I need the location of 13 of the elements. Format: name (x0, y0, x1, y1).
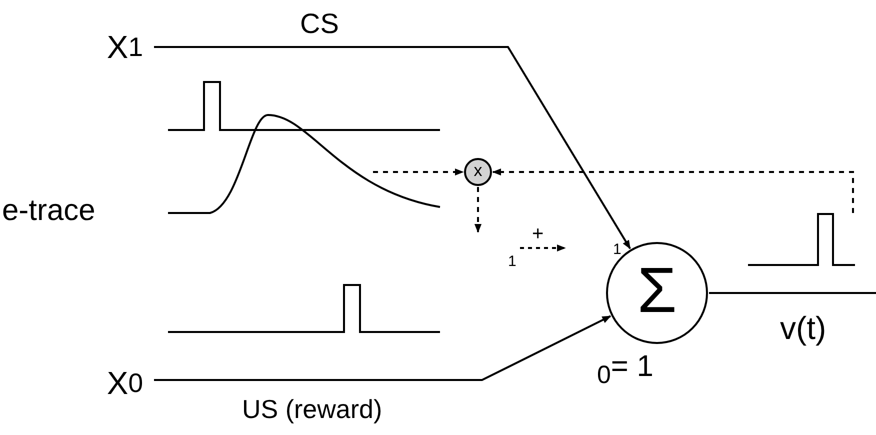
arrow (154, 46, 631, 250)
arrow (154, 315, 612, 381)
arrow (492, 168, 854, 213)
arrow (474, 187, 482, 233)
arrow (373, 168, 464, 176)
weight-label: $_{0}$= 1 (597, 352, 654, 388)
weight-label: 1 (508, 254, 516, 269)
pulse-trace-drawing (747, 213, 856, 266)
arrow (709, 289, 876, 297)
weight-label: 1 (613, 242, 622, 257)
trace-label: e-trace (2, 196, 96, 226)
multiplier-node: x (464, 158, 492, 186)
sign-label: + (532, 224, 544, 244)
